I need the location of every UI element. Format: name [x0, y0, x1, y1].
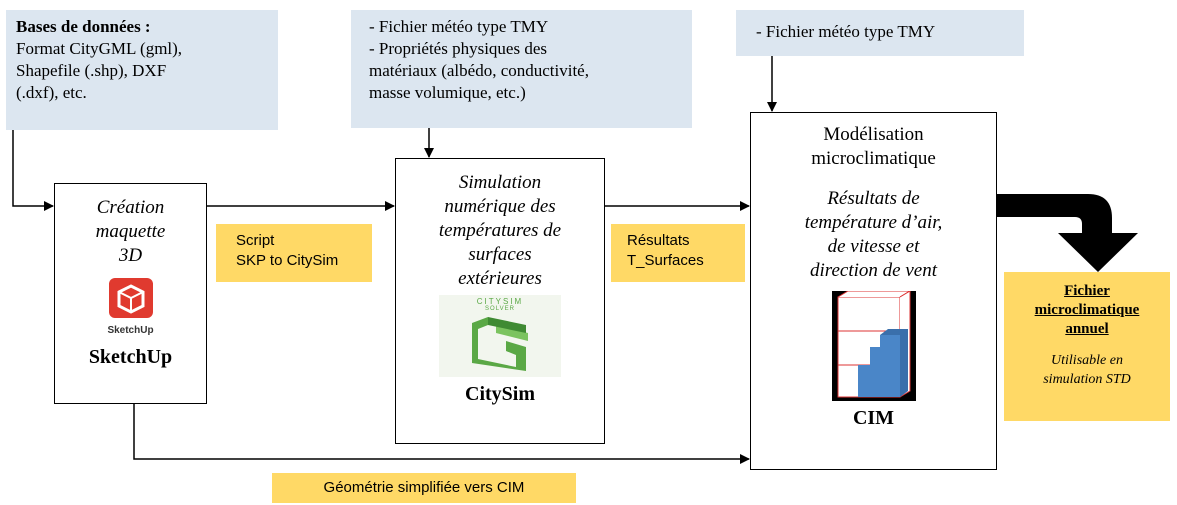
sketchup-step-line: Création	[96, 197, 165, 218]
arrow-geometry-to-cim	[133, 403, 750, 464]
script-tag-line: Script	[236, 232, 275, 249]
citysim-logo-icon	[472, 317, 528, 371]
databases-title: Bases de données :	[16, 17, 151, 36]
cim-step-line: Résultats de	[827, 188, 920, 209]
output-title-line: Fichier	[1064, 283, 1110, 299]
cim-step-line: température d’air,	[804, 212, 943, 233]
databases-info-box: Bases de données : Format CityGML (gml),…	[6, 10, 278, 130]
weather-materials-line: - Propriétés physiques des	[369, 39, 548, 58]
geometry-tag: Géométrie simplifiée vers CIM	[272, 473, 576, 503]
results-tag: Résultats T_Surfaces	[611, 224, 745, 282]
weather-materials-line: matériaux (albédo, conductivité,	[369, 61, 589, 80]
cim-name: CIM	[852, 407, 895, 429]
weather-materials-line: - Fichier météo type TMY	[369, 17, 549, 36]
databases-line: Shapefile (.shp), DXF	[16, 61, 167, 80]
geometry-tag-label: Géométrie simplifiée vers CIM	[323, 479, 525, 496]
sketchup-step-box: Création maquette 3D SketchUp SketchUp	[54, 183, 207, 404]
citysim-step-line: extérieures	[458, 268, 542, 289]
sketchup-logo-label: SketchUp	[107, 325, 154, 336]
output-box: Fichier microclimatique annuel Utilisabl…	[1004, 272, 1170, 421]
results-tag-line: T_Surfaces	[627, 252, 704, 269]
cim-step-box: Modélisation microclimatique Résultats d…	[750, 112, 997, 470]
citysim-step-line: Simulation	[458, 172, 542, 193]
citysim-logo-subtext: SOLVER	[485, 306, 515, 312]
script-tag-line: SKP to CitySim	[236, 252, 339, 269]
citysim-step-box: Simulation numérique des températures de…	[395, 158, 605, 444]
sketchup-logo: SketchUp	[101, 276, 161, 336]
output-title-line: microclimatique	[1034, 302, 1140, 318]
output-title-line: annuel	[1065, 321, 1109, 337]
results-tag-line: Résultats	[627, 232, 690, 249]
sketchup-name: SketchUp	[88, 346, 173, 368]
cim-logo-icon	[831, 290, 916, 401]
citysim-logo-text: CITYSIM	[476, 297, 524, 306]
weather-materials-info-box: - Fichier météo type TMY - Propriétés ph…	[351, 10, 692, 128]
weather-info-box: - Fichier météo type TMY	[736, 10, 1024, 56]
databases-line: (.dxf), etc.	[16, 83, 87, 102]
weather-line: - Fichier météo type TMY	[756, 22, 936, 41]
output-note-line: Utilisable en	[1051, 353, 1123, 368]
weather-materials-line: masse volumique, etc.)	[369, 83, 526, 102]
citysim-step-line: numérique des	[444, 196, 556, 217]
arrow-databases-to-sketchup	[12, 130, 54, 211]
citysim-step-line: surfaces	[468, 244, 532, 265]
sketchup-step-line: maquette	[95, 221, 166, 242]
cim-title-line: Modélisation	[823, 124, 924, 145]
cim-step-line: de vitesse et	[827, 236, 920, 257]
cim-logo	[831, 290, 916, 401]
databases-line: Format CityGML (gml),	[16, 39, 183, 58]
output-curved-arrow	[997, 194, 1138, 272]
cim-title-line: microclimatique	[811, 148, 936, 169]
citysim-logo: CITYSIM SOLVER	[439, 295, 561, 377]
sketchup-step-line: 3D	[118, 245, 143, 266]
sketchup-logo-icon	[108, 278, 153, 318]
cim-step-line: direction de vent	[810, 260, 937, 281]
citysim-name: CitySim	[465, 383, 535, 405]
script-tag: Script SKP to CitySim	[216, 224, 372, 282]
output-note-line: simulation STD	[1043, 372, 1131, 387]
citysim-step-line: températures de	[438, 220, 562, 241]
